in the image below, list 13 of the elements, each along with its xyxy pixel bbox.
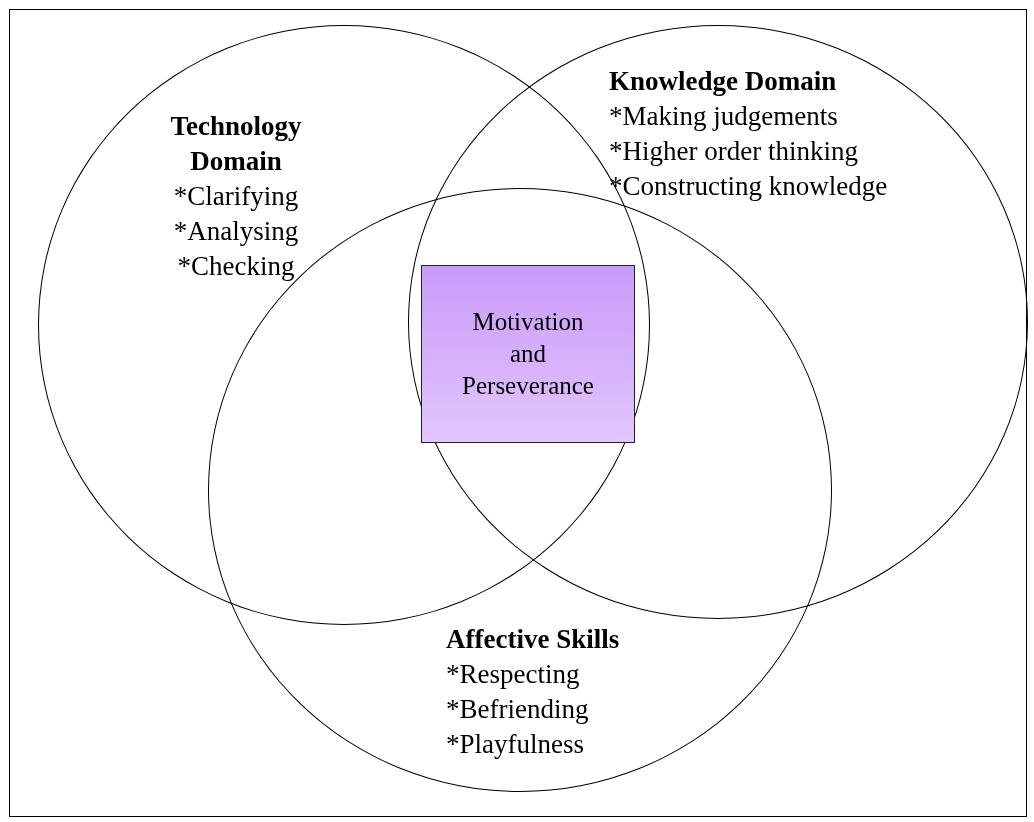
list-item: *Clarifying (172, 180, 300, 213)
list-item: *Checking (176, 250, 296, 283)
domain-heading: Technology Domain (169, 110, 303, 178)
list-item: *Making judgements (609, 100, 838, 133)
list-item: *Analysing (172, 215, 300, 248)
domain-heading: Affective Skills (446, 623, 620, 656)
domain-heading: Knowledge Domain (609, 65, 837, 98)
list-item: *Higher order thinking (609, 135, 858, 168)
list-item: *Respecting (446, 658, 580, 691)
list-item: *Befriending (446, 693, 589, 726)
center-box (421, 265, 635, 443)
list-item: *Playfulness (446, 728, 584, 761)
box-label: Motivation and Perseverance (461, 307, 595, 401)
